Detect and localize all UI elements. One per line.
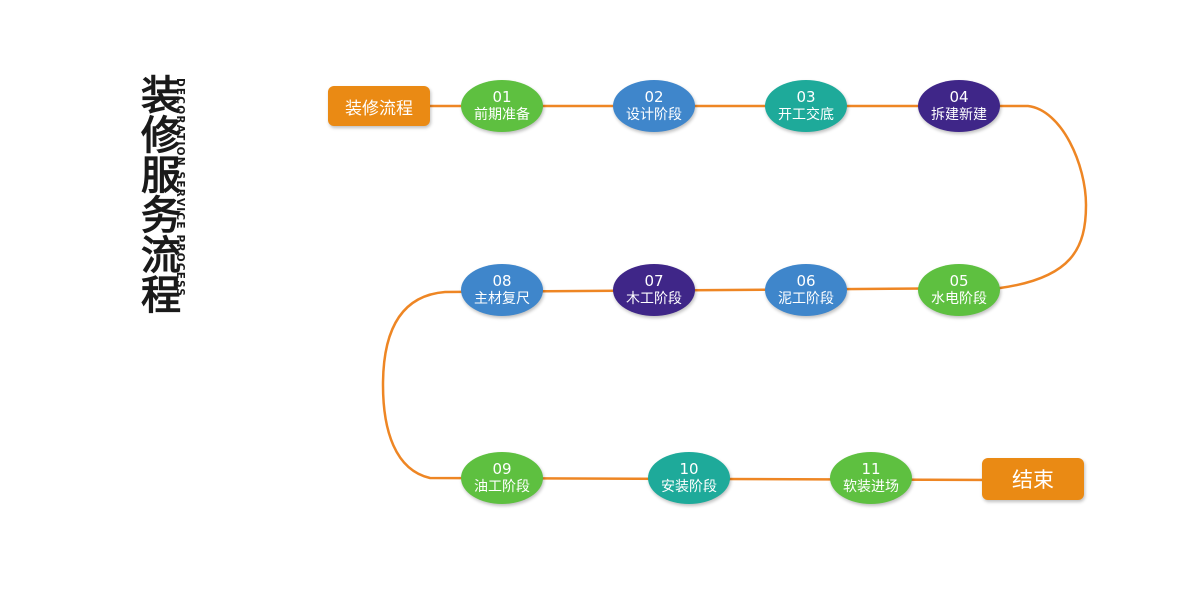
step-node: 06 泥工阶段 (765, 264, 847, 316)
flow-path-line (381, 104, 1088, 482)
step-number: 05 (949, 271, 969, 290)
step-number: 08 (492, 271, 512, 290)
step-label: 拆建新建 (931, 106, 987, 123)
step-label: 水电阶段 (931, 290, 987, 307)
step-node: 04 拆建新建 (918, 80, 1000, 132)
step-number: 06 (796, 271, 816, 290)
step-number: 04 (949, 87, 969, 106)
step-node: 08 主材复尺 (461, 264, 543, 316)
page-title: 装修服务流程 (134, 74, 181, 314)
step-label: 设计阶段 (626, 106, 682, 123)
end-box: 结束 (982, 458, 1084, 500)
step-label: 前期准备 (474, 106, 530, 123)
step-node: 01 前期准备 (461, 80, 543, 132)
step-node: 09 油工阶段 (461, 452, 543, 504)
step-node: 05 水电阶段 (918, 264, 1000, 316)
step-label: 主材复尺 (474, 290, 530, 307)
page-subtitle: DECORATION SERVICE PROCESS (174, 78, 186, 298)
step-node: 07 木工阶段 (613, 264, 695, 316)
step-number: 09 (492, 459, 512, 478)
start-box: 装修流程 (328, 86, 430, 126)
step-label: 泥工阶段 (778, 290, 834, 307)
step-label: 安装阶段 (661, 478, 717, 495)
step-number: 01 (492, 87, 512, 106)
step-node: 02 设计阶段 (613, 80, 695, 132)
step-number: 10 (679, 459, 699, 478)
step-label: 油工阶段 (474, 478, 530, 495)
step-number: 03 (796, 87, 816, 106)
step-node: 03 开工交底 (765, 80, 847, 132)
step-label: 开工交底 (778, 106, 834, 123)
step-number: 11 (861, 459, 881, 478)
step-label: 木工阶段 (626, 290, 682, 307)
step-number: 02 (644, 87, 664, 106)
step-label: 软装进场 (843, 478, 899, 495)
step-node: 10 安装阶段 (648, 452, 730, 504)
step-number: 07 (644, 271, 664, 290)
step-node: 11 软装进场 (830, 452, 912, 504)
